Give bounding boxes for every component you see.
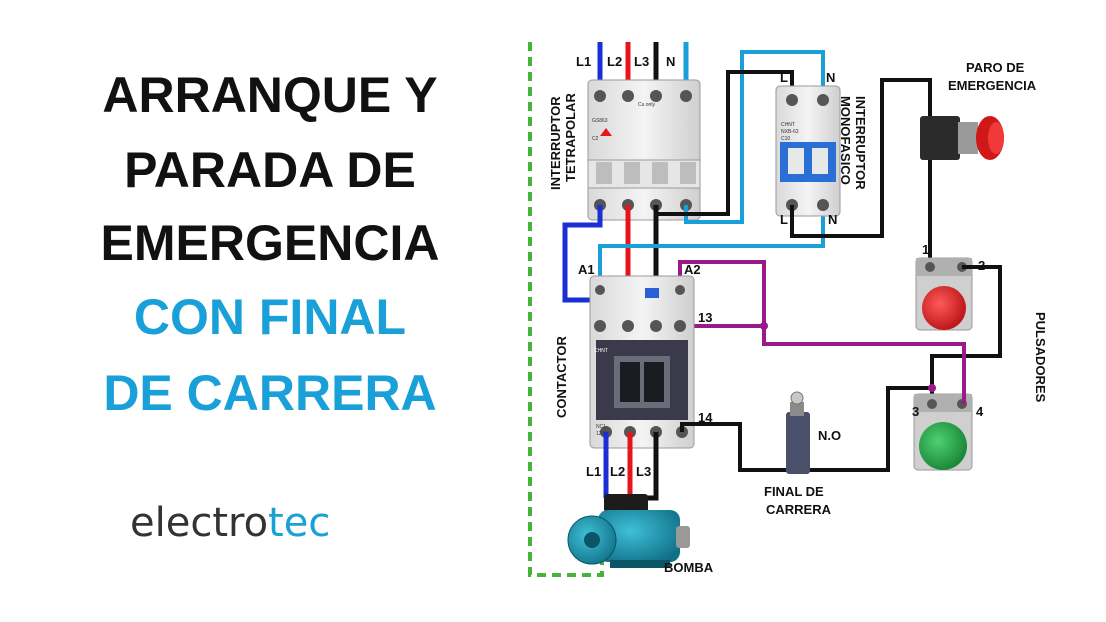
wire-neutral-to-a1 <box>684 50 825 224</box>
contactor-13: 13 <box>698 310 712 325</box>
contactor-model-2: 1210 <box>596 431 607 437</box>
electrotec-logo: electrotec <box>130 500 330 546</box>
wire-a2-to-start <box>678 260 966 404</box>
contactor-a1: A1 <box>578 262 595 277</box>
breaker-4p-rating: C2 <box>592 136 599 142</box>
out-l2-label: L2 <box>610 464 625 479</box>
terminal-4-label: 4 <box>976 404 984 419</box>
title-line-4: CON FINAL <box>133 289 407 345</box>
pump-label: BOMBA <box>664 560 714 575</box>
breaker-2p-model: NXB-63 <box>781 129 799 135</box>
out-l3-label: L3 <box>636 464 651 479</box>
limit-label-1: FINAL DE <box>764 484 824 499</box>
emergency-label-2: EMERGENCIA <box>948 78 1037 93</box>
breaker-2p-top-n: N <box>826 70 835 85</box>
breaker-4p-label-1: INTERRUPTOR <box>548 96 563 190</box>
contactor-14: 14 <box>698 410 713 425</box>
wire-stop-to-start <box>930 265 1002 398</box>
breaker-2p-label-1: INTERRUPTOR <box>853 96 868 190</box>
wire-phase-to-emergency <box>790 78 932 238</box>
terminal-3-label: 3 <box>912 404 919 419</box>
pushbuttons-label: PULSADORES <box>1033 312 1048 403</box>
breaker-4p-model: GS863 <box>592 118 608 124</box>
breaker-2p <box>775 85 841 217</box>
wire-out-l3 <box>646 432 659 501</box>
breaker-2p-brand: CHNT <box>781 122 795 128</box>
breaker-4p-label-2: TETRAPOLAR <box>563 93 578 182</box>
wire-start-to-limit <box>808 386 932 472</box>
emergency-label-1: PARO DE <box>966 60 1025 75</box>
logo-part-1: electro <box>130 500 269 546</box>
start-pushbutton <box>913 393 973 471</box>
title-line-5: DE CARRERA <box>103 365 437 421</box>
out-l1-label: L1 <box>586 464 601 479</box>
label-l3: L3 <box>634 54 649 69</box>
breaker-2p-bot-n: N <box>828 212 837 227</box>
emergency-stop <box>920 116 1004 160</box>
stop-pushbutton <box>915 257 973 331</box>
title-line-2: PARADA DE <box>124 142 416 198</box>
label-l1: L1 <box>576 54 591 69</box>
wire-14-to-limit <box>680 422 788 472</box>
logo-part-2: tec <box>268 500 331 546</box>
contactor-brand: CHNT <box>594 348 608 354</box>
title-line-1: ARRANQUE Y <box>102 67 438 123</box>
breaker-2p-rating: C10 <box>781 136 790 142</box>
title-line-3: EMERGENCIA <box>100 215 440 271</box>
breaker-2p-bot-l: L <box>780 212 788 227</box>
wire-neutral-out-to-a1 <box>598 205 825 288</box>
contactor <box>589 275 695 449</box>
label-n: N <box>666 54 675 69</box>
junction-13 <box>760 322 768 330</box>
limit-contact-label: N.O <box>818 428 841 443</box>
breaker-2p-top-l: L <box>780 70 788 85</box>
wire-l3-to-breaker-2p <box>654 70 794 216</box>
contactor-a2: A2 <box>684 262 701 277</box>
terminal-1-label: 1 <box>922 242 929 257</box>
contactor-label: CONTACTOR <box>554 336 569 418</box>
contactor-model-1: NC1- <box>596 424 608 430</box>
breaker-4p <box>587 79 701 221</box>
limit-switch <box>786 391 810 474</box>
breaker-4p-brand: Cu only <box>638 102 655 108</box>
limit-label-2: CARRERA <box>766 502 832 517</box>
junction-start-3 <box>928 384 936 392</box>
label-l2: L2 <box>607 54 622 69</box>
breaker-2p-label-2: MONOFASICO <box>838 96 853 185</box>
pump <box>567 494 690 568</box>
